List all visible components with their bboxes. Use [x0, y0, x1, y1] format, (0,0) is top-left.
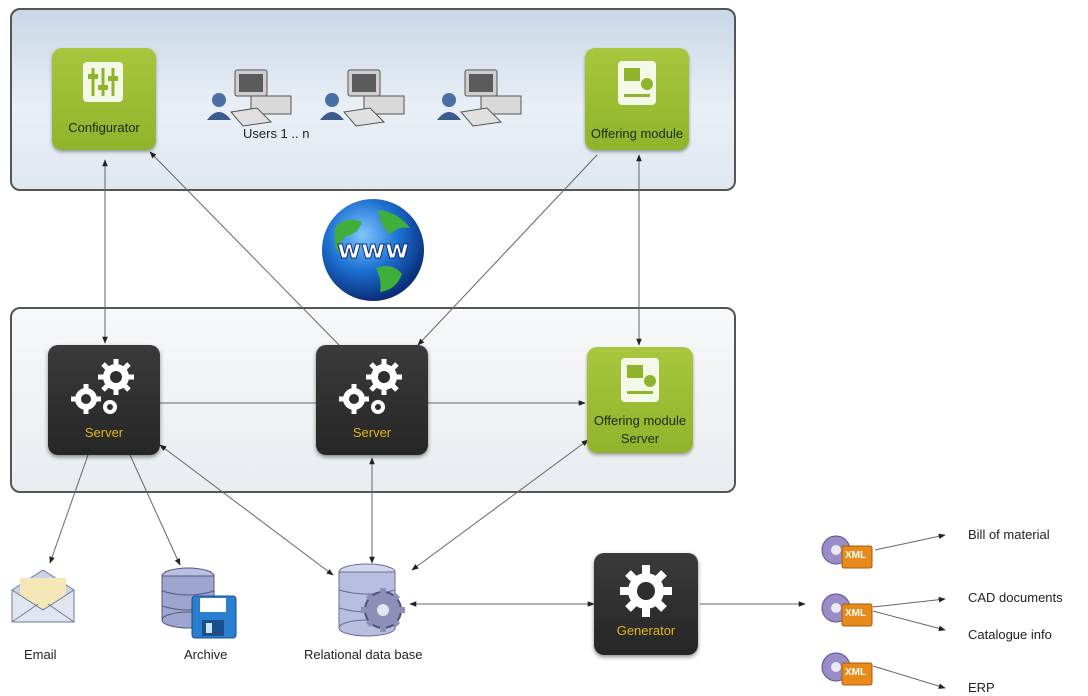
archive-database-icon	[161, 567, 237, 639]
globe-icon: www	[322, 199, 424, 301]
arrow-server-archive	[129, 454, 181, 566]
arrow-xml-catalogue	[872, 610, 946, 632]
configurator-tile[interactable]: Configurator	[52, 48, 156, 150]
offering-module-label: Offering module	[590, 126, 684, 141]
database-gear-icon	[338, 563, 405, 637]
gear-icon	[620, 565, 672, 617]
database-label: Relational data base	[304, 647, 423, 662]
email-label: Email	[24, 647, 57, 662]
arrow-offering-server	[417, 154, 598, 346]
offering-module-tile[interactable]: Offering module	[585, 48, 689, 150]
users-label: Users 1 .. n	[243, 126, 310, 141]
archive-label: Archive	[184, 647, 228, 662]
server-left-label: Server	[84, 425, 124, 440]
generator-label: Generator	[616, 623, 676, 638]
arrow-offeringserver-database	[411, 439, 589, 571]
offering-module-server-tile[interactable]: Offering module Server	[587, 347, 693, 453]
email-envelope-icon	[11, 569, 75, 623]
xml-badge-text: XML	[845, 550, 867, 561]
erp-label: ERP	[968, 680, 995, 695]
arrow-server-database	[159, 444, 334, 576]
xml-file-icon-2: XML	[820, 586, 874, 630]
offering-server-label-line1: Offering module	[593, 413, 687, 428]
xml-badge-text: XML	[845, 608, 867, 619]
gears-icon	[71, 359, 134, 414]
bill-of-material-label: Bill of material	[968, 527, 1050, 542]
arrow-xml-cad	[872, 596, 946, 608]
server-left-tile[interactable]: Server	[48, 345, 160, 455]
globe-text: www	[337, 235, 409, 265]
xml-file-icon-1: XML	[820, 528, 874, 572]
users-computers-icon	[207, 69, 522, 127]
gears-icon	[339, 359, 402, 414]
document-icon	[618, 61, 656, 105]
arrow-xml-erp	[872, 665, 946, 689]
xml-file-icon-3: XML	[820, 645, 874, 689]
arrow-server-users	[149, 151, 341, 347]
arrow-server-email	[49, 454, 89, 564]
server-center-tile[interactable]: Server	[316, 345, 428, 455]
configurator-label: Configurator	[68, 120, 140, 135]
xml-badge-text: XML	[845, 667, 867, 678]
server-center-label: Server	[352, 425, 392, 440]
arrow-xml-bill	[874, 533, 946, 551]
catalogue-info-label: Catalogue info	[968, 627, 1052, 642]
sliders-icon	[83, 62, 123, 102]
cad-documents-label: CAD documents	[968, 590, 1063, 605]
generator-tile[interactable]: Generator	[594, 553, 698, 655]
document-icon	[621, 358, 659, 402]
offering-server-label-line2: Server	[620, 431, 660, 446]
